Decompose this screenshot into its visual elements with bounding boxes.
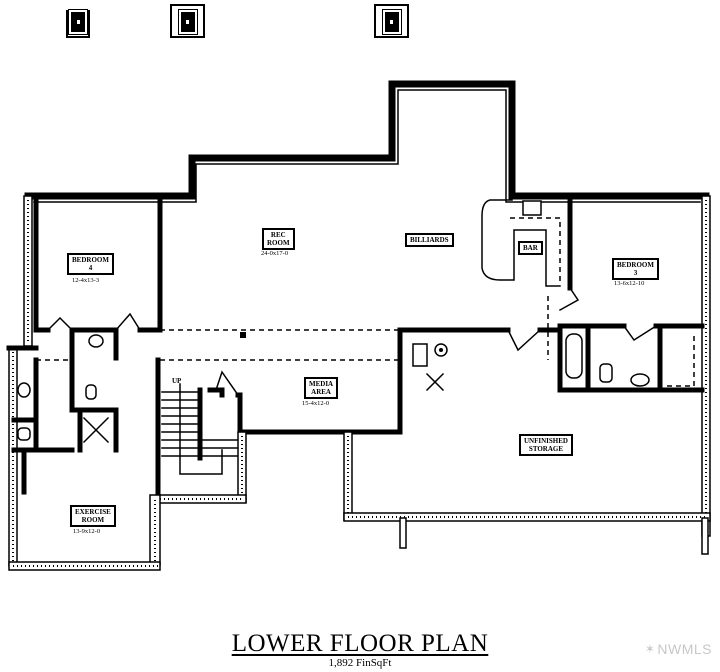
storage-walls bbox=[343, 327, 711, 555]
bar-label: BAR bbox=[518, 241, 543, 255]
stairs-up-label: UP bbox=[172, 377, 182, 385]
toilet-icon bbox=[85, 384, 97, 400]
nwmls-watermark: ✶ NWMLS bbox=[645, 641, 712, 657]
plan-square-footage: 1,892 FinSqFt bbox=[328, 657, 392, 669]
bedroom-4-dims: 12-4x13-3 bbox=[72, 277, 100, 284]
rec-room-dims: 24-0x17-0 bbox=[261, 250, 289, 257]
sink-icon bbox=[630, 373, 650, 387]
bedroom-4-label: BEDROOM 4 bbox=[67, 253, 114, 275]
toilet-icon bbox=[599, 363, 613, 383]
toilet-icon bbox=[17, 427, 31, 441]
exercise-room-walls bbox=[8, 447, 161, 571]
utility-x-icon bbox=[425, 372, 445, 392]
window-well-icon-1 bbox=[66, 9, 90, 38]
nwmls-logo-icon: ✶ bbox=[644, 642, 656, 656]
bar-sink-icon bbox=[522, 200, 542, 216]
unfinished-storage-label: UNFINISHED STORAGE bbox=[519, 434, 573, 456]
water-heater-icon bbox=[412, 343, 428, 367]
exercise-room-label: EXERCISE ROOM bbox=[70, 505, 116, 527]
rec-room-label: REC ROOM bbox=[262, 228, 295, 250]
bedroom-3-dims: 13-6x12-10 bbox=[614, 280, 645, 287]
bedroom-3-label: BEDROOM 3 bbox=[612, 258, 659, 280]
nwmls-text: NWMLS bbox=[657, 641, 712, 657]
utility-x-icon bbox=[82, 416, 110, 444]
post-marker bbox=[240, 332, 246, 338]
bar-area bbox=[481, 197, 580, 360]
billiards-label: BILLIARDS bbox=[405, 233, 454, 247]
exercise-room-dims: 13-9x12-0 bbox=[73, 528, 101, 535]
media-area-label: MEDIA AREA bbox=[304, 377, 339, 399]
sink-icon bbox=[17, 382, 31, 398]
window-well-icon-3 bbox=[374, 4, 409, 38]
media-area-dims: 15-4x12-0 bbox=[302, 400, 330, 407]
bedroom-3-walls bbox=[557, 323, 705, 393]
media-area-walls bbox=[155, 327, 403, 504]
exterior-walls bbox=[6, 80, 711, 567]
stairs bbox=[155, 357, 243, 501]
bathtub-icon bbox=[565, 333, 583, 379]
plan-title: LOWER FLOOR PLAN bbox=[231, 630, 489, 657]
window-well-icon-2 bbox=[170, 4, 205, 38]
bedroom-4-walls bbox=[33, 195, 163, 333]
sink-icon bbox=[88, 334, 104, 348]
